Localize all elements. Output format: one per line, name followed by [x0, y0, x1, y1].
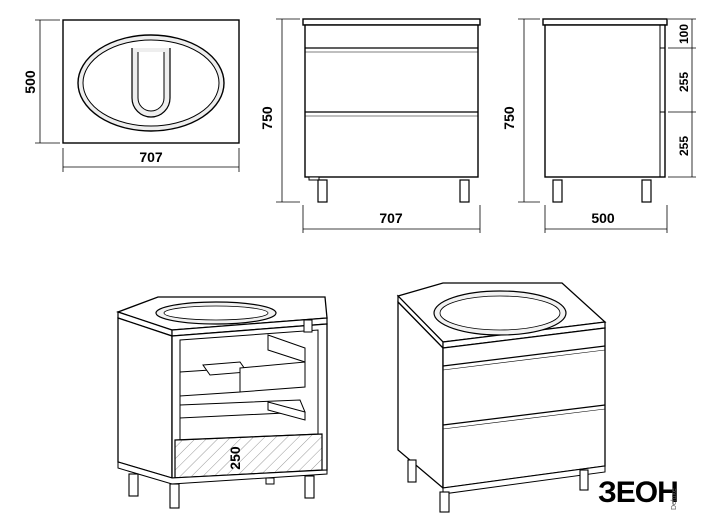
- top-width-label: 707: [139, 149, 163, 165]
- side-view: 500 750 100 255 255: [501, 18, 696, 233]
- front-leg-left: [317, 179, 328, 203]
- side-leg-right: [641, 179, 652, 203]
- top-view: 707 500: [22, 19, 240, 172]
- side-countertop: [542, 18, 668, 26]
- side-depth-label: 500: [591, 210, 615, 226]
- front-countertop: [302, 18, 481, 26]
- front-cabinet-body: [304, 24, 479, 178]
- front-width-label: 707: [379, 210, 403, 226]
- segment-label-bottom: 255: [677, 136, 691, 156]
- top-depth-label: 500: [22, 70, 38, 94]
- closed-cabinet-view: [396, 282, 607, 513]
- segment-label-middle: 255: [677, 72, 691, 92]
- front-leg-right: [459, 179, 470, 203]
- open-cabinet-view: 250: [116, 296, 328, 509]
- zeon-logo: ЗЕОН Deluxe: [598, 476, 679, 510]
- segment-label-top: 100: [677, 24, 691, 44]
- front-height-label: 750: [259, 106, 275, 130]
- front-view: 707 750: [259, 18, 481, 233]
- side-cabinet-body: [544, 24, 666, 178]
- logo-subtext: Deluxe: [671, 488, 678, 510]
- open-side-panel: [117, 317, 173, 479]
- side-leg-left: [552, 179, 563, 203]
- basin-overflow-slot-inner: [137, 52, 165, 112]
- side-height-label: 750: [501, 106, 517, 130]
- logo-text: ЗЕОН: [598, 476, 678, 509]
- open-compartment-label: 250: [227, 446, 243, 470]
